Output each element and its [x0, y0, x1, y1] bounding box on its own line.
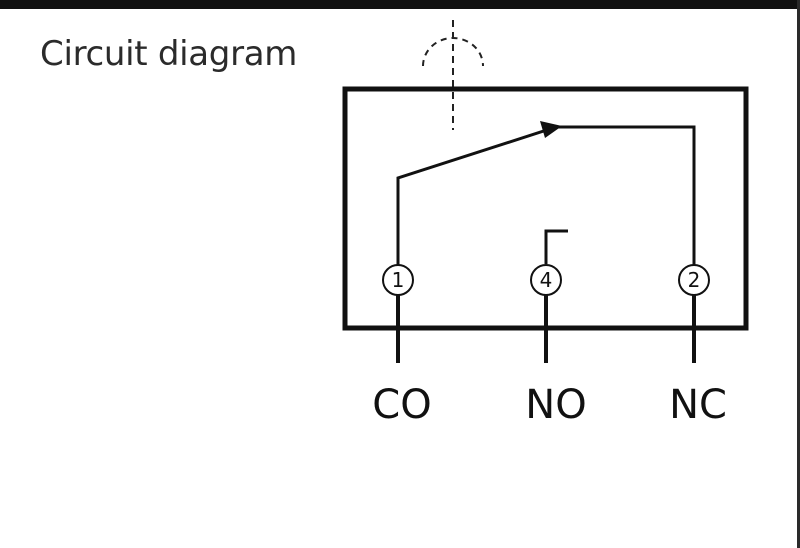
pin-4-number: 4: [540, 268, 553, 292]
actuator-symbol: [422, 20, 484, 130]
co-lead: [396, 121, 562, 265]
top-border: [0, 0, 800, 9]
contact-arrow-icon: [540, 121, 562, 138]
nc-lead: [555, 125, 696, 265]
no-label: NO: [525, 382, 586, 428]
no-contact: [544, 229, 568, 264]
nc-label: NC: [669, 382, 727, 428]
co-label: CO: [372, 382, 431, 428]
right-border: [797, 0, 800, 548]
pin-1-number: 1: [392, 268, 405, 292]
pin-1: 1: [382, 264, 414, 296]
pin-2-number: 2: [688, 268, 701, 292]
pin-4: 4: [530, 264, 562, 296]
page-title: Circuit diagram: [40, 34, 298, 74]
pin-2: 2: [678, 264, 710, 296]
